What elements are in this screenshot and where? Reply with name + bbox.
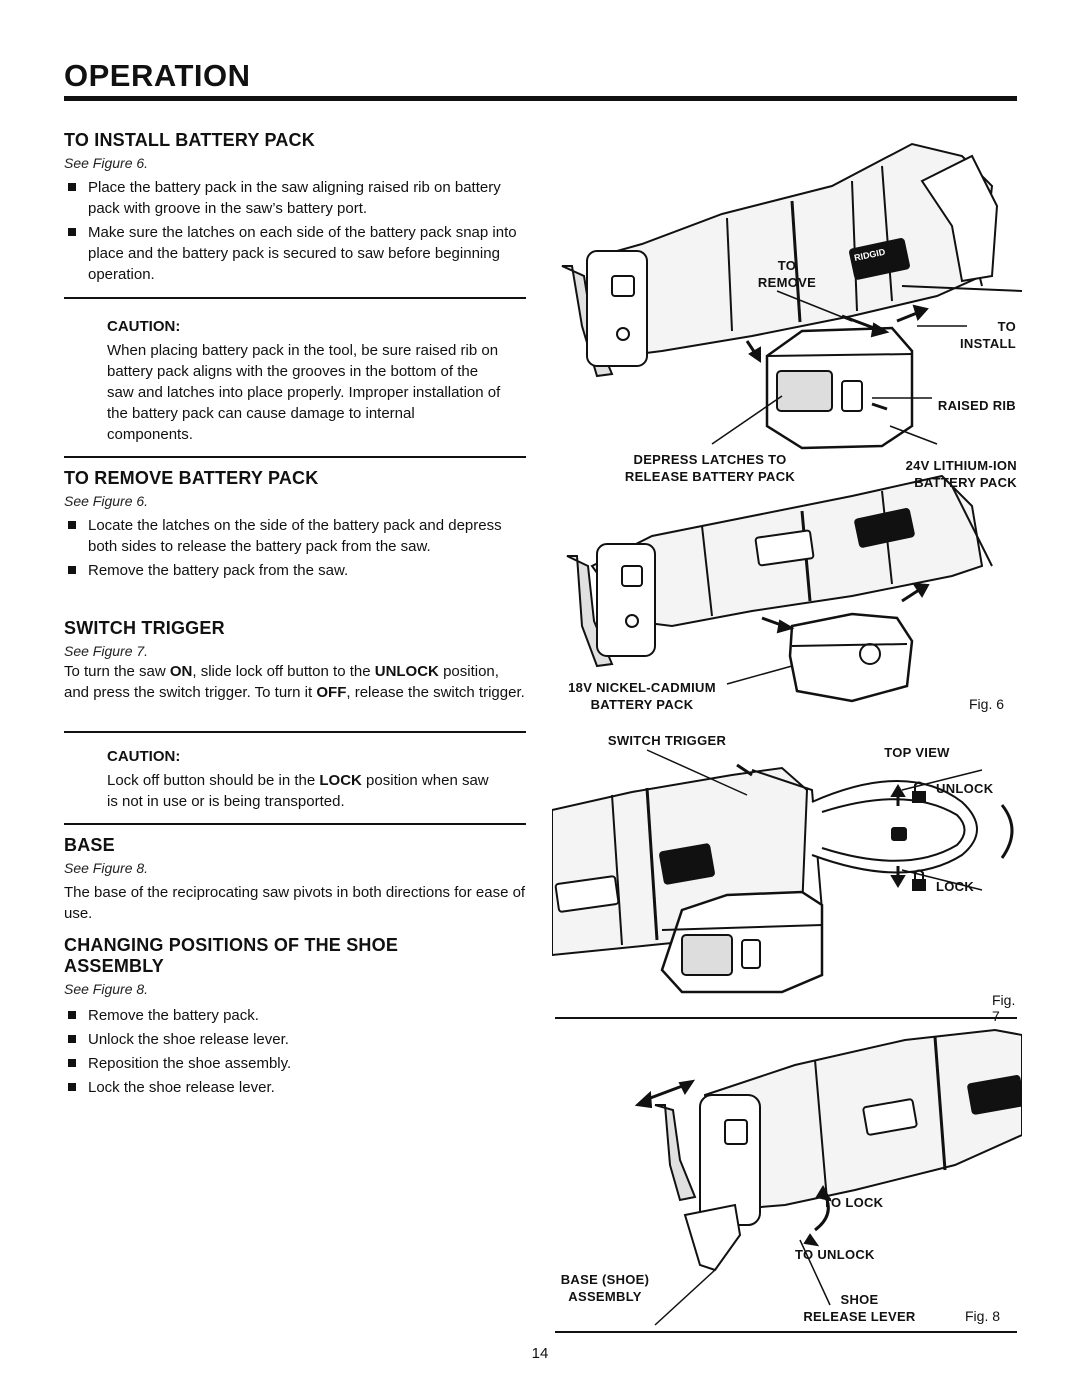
figure-8-tag: Fig. 8 <box>965 1308 1001 1324</box>
install-heading: TO INSTALL BATTERY PACK <box>64 130 315 150</box>
title-rule <box>64 96 1017 101</box>
saw-battery-illustration: RIDGID <box>561 142 1023 703</box>
base-text: The base of the reciprocating saw pivots… <box>64 884 526 922</box>
page-title: OPERATION <box>64 58 251 93</box>
base-see-figure: See Figure 8. <box>64 860 149 876</box>
label-raised-rib: RAISED RIB <box>937 398 1016 413</box>
list-item: Make sure the latches on each side of th… <box>64 222 526 285</box>
list-item: Remove the battery pack from the saw. <box>64 560 526 581</box>
switch-section: SWITCH TRIGGER See Figure 7. To turn the… <box>64 618 526 703</box>
base-section: BASE See Figure 8. The base of the recip… <box>64 835 526 924</box>
list-item: Locate the latches on the side of the ba… <box>64 515 526 557</box>
divider <box>64 297 526 299</box>
label-switch-trigger: SWITCH TRIGGER <box>607 733 727 748</box>
label-base-shoe-assembly: BASE (SHOE)ASSEMBLY <box>560 1272 650 1304</box>
shoe-bullet-list: Remove the battery pack. Unlock the shoe… <box>64 1005 526 1098</box>
switch-trigger-illustration <box>551 749 1014 994</box>
install-bullet-list: Place the battery pack in the saw aligni… <box>64 177 526 285</box>
list-item: Lock the shoe release lever. <box>64 1077 526 1098</box>
list-item: Remove the battery pack. <box>64 1005 526 1026</box>
caution-text: When placing battery pack in the tool, b… <box>107 342 501 443</box>
base-heading: BASE <box>64 835 115 855</box>
switch-see-figure: See Figure 7. <box>64 643 149 659</box>
figure-6-tag: Fig. 6 <box>969 696 1005 712</box>
caution-heading: CAUTION: <box>107 748 181 765</box>
shoe-see-figure: See Figure 8. <box>64 981 149 997</box>
shoe-assembly-illustration <box>634 1028 1025 1326</box>
install-see-figure: See Figure 6. <box>64 155 149 171</box>
label-to-unlock: TO UNLOCK <box>795 1247 875 1262</box>
page-number: 14 <box>531 1345 549 1362</box>
install-caution: CAUTION: When placing battery pack in th… <box>107 318 501 445</box>
divider <box>64 731 526 733</box>
label-lock: LOCK <box>936 879 975 894</box>
remove-heading: TO REMOVE BATTERY PACK <box>64 468 319 488</box>
label-top-view: TOP VIEW <box>884 745 950 760</box>
remove-see-figure: See Figure 6. <box>64 493 149 509</box>
switch-heading: SWITCH TRIGGER <box>64 618 225 638</box>
divider <box>555 1331 1017 1333</box>
remove-section: TO REMOVE BATTERY PACK See Figure 6. Loc… <box>64 468 526 584</box>
caution-heading: CAUTION: <box>107 318 181 335</box>
divider <box>64 456 526 458</box>
install-section: TO INSTALL BATTERY PACK See Figure 6. Pl… <box>64 130 526 288</box>
list-item: Reposition the shoe assembly. <box>64 1053 526 1074</box>
switch-text: To turn the saw ON, slide lock off butto… <box>64 663 525 701</box>
caution-text: Lock off button should be in the LOCK po… <box>107 772 489 810</box>
divider <box>64 823 526 825</box>
list-item: Unlock the shoe release lever. <box>64 1029 526 1050</box>
figure-8: TO LOCK TO UNLOCK BASE (SHOE)ASSEMBLY SH… <box>555 1025 1025 1331</box>
remove-bullet-list: Locate the latches on the side of the ba… <box>64 515 526 581</box>
switch-caution: CAUTION: Lock off button should be in th… <box>107 748 501 812</box>
figure-7-tag: Fig. 7 <box>992 992 1016 1024</box>
list-item: Place the battery pack in the saw aligni… <box>64 177 526 219</box>
label-to-lock: TO LOCK <box>823 1195 884 1210</box>
label-unlock: UNLOCK <box>936 781 994 796</box>
figure-7: SWITCH TRIGGER TOP VIEW UNLOCK LOCK Fig.… <box>551 730 1022 1024</box>
divider <box>555 1017 1017 1019</box>
